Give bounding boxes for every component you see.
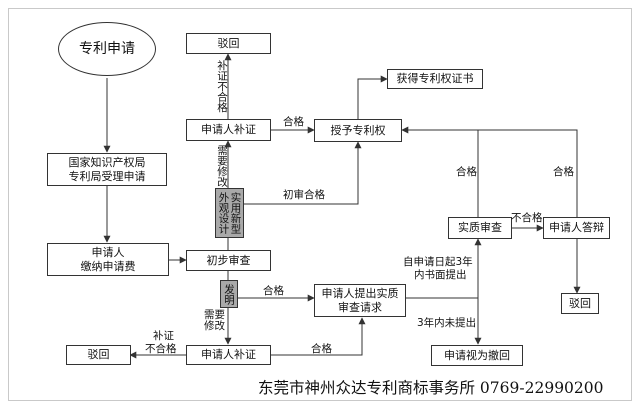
supp-top-node: 申请人补证 <box>186 119 271 141</box>
office-node: 国家知识产权局 专利局受理申请 <box>47 153 167 186</box>
supp-pass-bottom-label: 合格 <box>311 343 332 355</box>
supp-fail-top-label: 补证不合格 <box>216 60 228 113</box>
need-fix-bottom-text: 需要修改 <box>204 310 228 332</box>
footer-contact: 东莞市神州众达专利商标事务所 0769-22990200 <box>258 379 604 397</box>
within3y-label-1: 自申请日起3年 <box>403 256 473 268</box>
within3y-label-2: 内书面提出 <box>414 269 467 281</box>
start-node: 专利申请 <box>58 22 156 76</box>
supp-fail-bottom-label-2: 不合格 <box>145 343 177 355</box>
reject-left-node: 驳回 <box>66 345 131 365</box>
pass-grant-label: 合格 <box>283 116 304 128</box>
reject-top-node: 驳回 <box>186 33 271 54</box>
utility-design-label: 实用新型外观设计 <box>217 192 242 234</box>
exam-request-node: 申请人提出实质审查请求 <box>314 284 406 317</box>
edge-suppbottom-exam <box>270 317 366 356</box>
diagram-frame <box>8 8 632 401</box>
supp-fail-bottom-label-1: 补证 <box>153 330 174 342</box>
sub-fail-label: 不合格 <box>511 212 543 224</box>
sub-pass-label: 合格 <box>456 166 477 178</box>
reply-pass-label: 合格 <box>553 166 574 178</box>
prelim-node: 初步审查 <box>186 250 271 271</box>
need-fix-bottom-label: 需要修改 <box>204 310 228 332</box>
edge-reply-grant <box>478 129 578 217</box>
withdrawn-node: 申请视为撤回 <box>431 345 523 366</box>
supp-bottom-node: 申请人补证 <box>186 345 271 365</box>
cert-node: 获得专利权证书 <box>387 69 483 89</box>
need-fix-top-label: 需要修改 <box>216 145 228 187</box>
prelim-pass-label: 初审合格 <box>283 189 325 201</box>
not-within3y-label: 3年内未提出 <box>417 317 477 329</box>
invention-label: 发明 <box>223 283 235 305</box>
utility-design-node: 实用新型外观设计 <box>215 188 244 238</box>
fee-node: 申请人 缴纳申请费 <box>47 243 169 276</box>
reject-right-node: 驳回 <box>561 293 599 314</box>
reply-node: 申请人答辩 <box>543 217 610 239</box>
edge-prelimpass-grant <box>244 141 362 205</box>
need-fix-bottom-value: 需要修改 <box>204 309 225 332</box>
edge-grant-cert <box>357 75 388 119</box>
invention-pass-label: 合格 <box>263 285 284 297</box>
grant-node: 授予专利权 <box>314 119 402 142</box>
invention-node: 发明 <box>220 280 238 308</box>
substantive-node: 实质审查 <box>448 217 512 239</box>
